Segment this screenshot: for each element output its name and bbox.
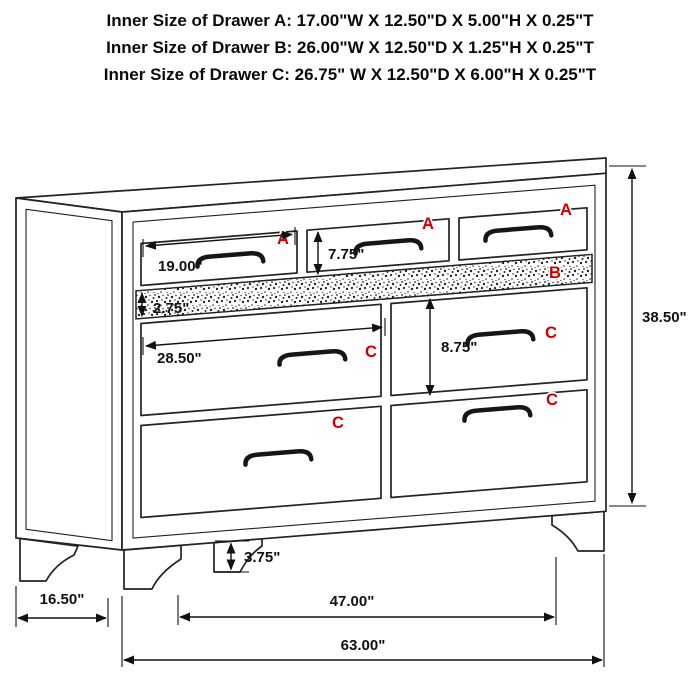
- drawer-a2-handle-icon: [353, 238, 424, 256]
- dim-a-width-arrow: [145, 230, 293, 250]
- drawer-c-bottom-right-front: [390, 388, 588, 499]
- drawer-a3-letter: A: [560, 201, 572, 219]
- dresser-drawing: A A A B C C C C: [15, 157, 607, 590]
- dim-c-width-label: 28.50": [157, 350, 202, 367]
- drawer-c-size-text: Inner Size of Drawer C: 26.75" W X 12.50…: [103, 65, 597, 84]
- drawer-c-bottom-left-handle-icon: [243, 449, 314, 467]
- drawer-a2-front: [306, 217, 450, 274]
- drawer-b-size-text: Inner Size of Drawer B: 26.00"W X 12.50"…: [106, 38, 594, 57]
- dim-b-height-label: 2.75": [153, 300, 189, 317]
- dim-depth-label: 16.50": [40, 591, 85, 608]
- drawer-c-bottom-right-handle-icon: [462, 405, 533, 423]
- back-left-foot: [19, 537, 79, 582]
- drawer-a1-handle-icon: [195, 251, 266, 269]
- drawer-c-bottom-right-letter: C: [546, 391, 558, 409]
- front-left-foot: [123, 544, 182, 590]
- drawer-a2-letter: A: [422, 215, 434, 233]
- front-right-foot: [551, 510, 605, 552]
- drawer-b-letter: B: [549, 264, 561, 282]
- dim-c-width-arrow: [145, 323, 383, 350]
- dim-a-height-label: 7.75": [328, 246, 364, 263]
- drawer-c-bottom-left-front: [140, 405, 382, 519]
- front-face-frame-inner-line: [132, 184, 596, 539]
- drawer-c-bottom-left-letter: C: [332, 414, 344, 432]
- dim-c-height-label: 8.75": [441, 339, 477, 356]
- drawer-b-glitter-texture: [135, 253, 593, 320]
- drawer-c-top-right-letter: C: [545, 324, 557, 342]
- drawer-size-header: Inner Size of Drawer A: 17.00"W X 12.50"…: [0, 7, 700, 88]
- dim-foot-height-label: 3.75": [244, 549, 280, 566]
- drawer-c-top-right-handle-icon: [465, 329, 536, 347]
- drawer-c-top-right-front: [390, 286, 588, 397]
- drawer-a-size-text: Inner Size of Drawer A: 17.00"W X 12.50"…: [106, 11, 594, 30]
- dresser-left-side-panel: [15, 197, 123, 551]
- dim-feetspan-label: 47.00": [330, 593, 375, 610]
- dimension-annotations: 19.00" 7.75" 2.75" 28.50" 8.75" 38.50": [15, 165, 687, 667]
- drawer-a3-front: [458, 206, 588, 261]
- dim-height-label: 38.50": [642, 309, 687, 326]
- drawer-c-top-left-handle-icon: [277, 349, 348, 367]
- drawer-a3-handle-icon: [483, 225, 554, 243]
- drawer-c-top-left-letter: C: [365, 343, 377, 361]
- dim-width-label: 63.00": [341, 637, 386, 654]
- left-side-panel-inner-line: [25, 208, 113, 542]
- drawer-a1-letter: A: [277, 230, 289, 248]
- dim-a-width-label: 19.00": [158, 258, 203, 275]
